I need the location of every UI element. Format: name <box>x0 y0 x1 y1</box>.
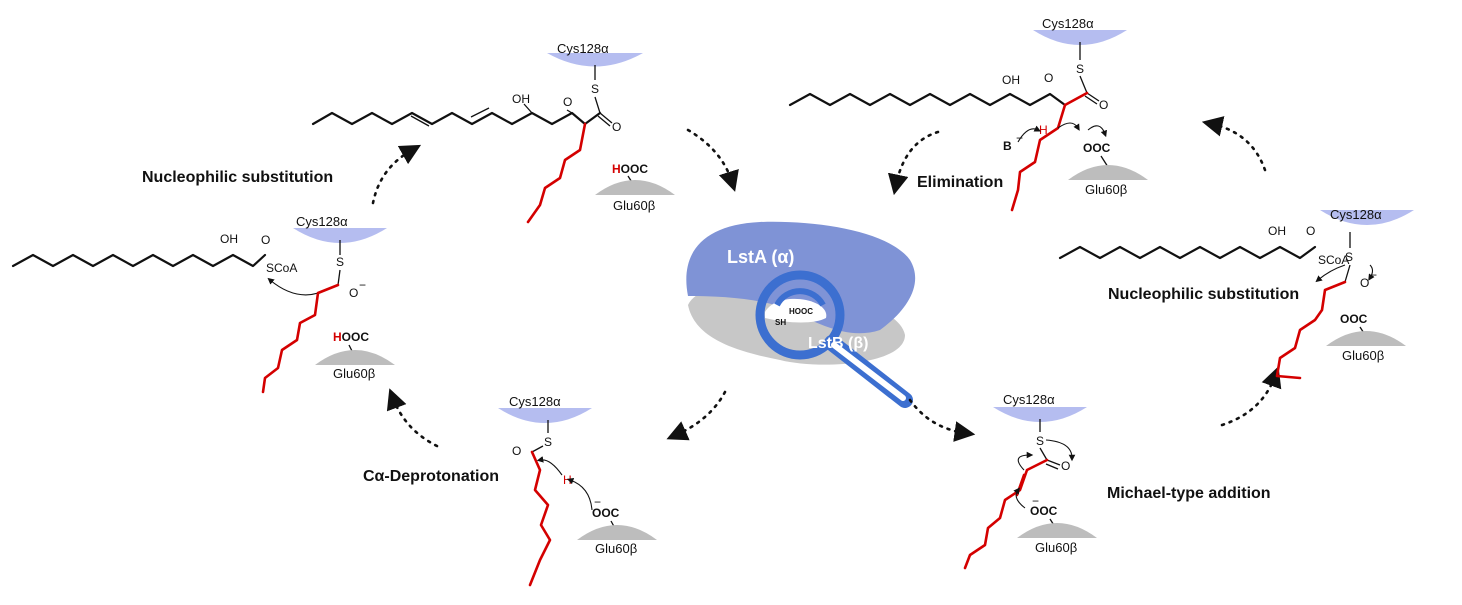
minus-left-anion: − <box>359 278 366 292</box>
cys-cap-deprot <box>498 408 592 423</box>
glu-label-right: Glu60β <box>1342 348 1384 363</box>
o-elim-ester: O <box>1099 98 1108 112</box>
o-deprot: O <box>512 444 521 458</box>
glu-cap-deprot <box>577 525 657 540</box>
cys-label-top: Cys128α <box>557 41 609 56</box>
cys-label-deprot: Cys128α <box>509 394 561 409</box>
step-deprotonation: Cα-Deprotonation <box>363 468 499 485</box>
structure-elimination: Cys128α S O OH O H B − OOC Glu60β <box>788 16 1148 212</box>
cys-cap-top <box>547 53 643 67</box>
arrow-center-to-michael <box>908 398 976 442</box>
cys-cap-right <box>1320 210 1414 225</box>
s-right: S <box>1345 250 1353 264</box>
o-top-ketone: O <box>563 95 572 109</box>
o-top-ester: O <box>612 120 621 134</box>
glu-cap-left <box>315 350 395 365</box>
cys-label-elim: Cys128α <box>1042 16 1094 31</box>
minus-b-elim: − <box>1016 131 1023 145</box>
arrow-left-to-top <box>371 144 422 205</box>
arrow-deprot-to-left <box>386 388 439 448</box>
step-elimination: Elimination <box>917 174 1003 191</box>
hooc-top: HOOC <box>612 162 648 176</box>
ooc-deprot: OOC <box>592 506 620 520</box>
arrow-center-to-deprot <box>666 390 727 441</box>
arrow-michael-to-right <box>1220 366 1282 427</box>
structure-left: Cys128α S OH O SCoA O − HOOC Glu60β <box>11 214 395 394</box>
step-michael: Michael-type addition <box>1107 485 1271 502</box>
structure-deprotonation: Cys128α S O H OOC − Glu60β <box>498 394 657 587</box>
s-michael: S <box>1036 434 1044 448</box>
step-nucleophilic-left: Nucleophilic substitution <box>142 169 333 186</box>
ooc-michael: OOC <box>1030 504 1058 518</box>
oh-left: OH <box>220 232 238 246</box>
glu-cap-top <box>595 180 675 195</box>
minus-michael: − <box>1032 494 1039 508</box>
ooc-elim: OOC <box>1083 141 1111 155</box>
oh-top: OH <box>512 92 530 106</box>
step-nucleophilic-right: Nucleophilic substitution <box>1108 286 1299 303</box>
o-right-top: O <box>1306 224 1315 238</box>
glu-cap-right <box>1326 331 1406 346</box>
structure-top-center: Cys128α S O OH O HOOC Glu60β <box>311 41 675 224</box>
glu-label-deprot: Glu60β <box>595 541 637 556</box>
ooc-right: OOC <box>1340 312 1368 326</box>
minus-right-anion: − <box>1370 268 1377 282</box>
glu-label-michael: Glu60β <box>1035 540 1077 555</box>
glu-label-elim: Glu60β <box>1085 182 1127 197</box>
glu-label-top: Glu60β <box>613 198 655 213</box>
enzyme-center: LstA (α) LstB (β) SH HOOC <box>686 221 916 408</box>
o-michael: O <box>1061 459 1070 473</box>
cys-label-michael: Cys128α <box>1003 392 1055 407</box>
h-elim: H <box>1039 123 1048 137</box>
s-left: S <box>336 255 344 269</box>
o-elim-ketone: O <box>1044 71 1053 85</box>
glu-cap-michael <box>1017 523 1097 538</box>
cys-label-right: Cys128α <box>1330 207 1382 222</box>
glu-cap-elim <box>1068 165 1148 180</box>
arrow-top-to-center <box>686 128 739 192</box>
arrow-right-to-top <box>1201 116 1267 172</box>
glu-label-left: Glu60β <box>333 366 375 381</box>
o-left-anion: O <box>349 286 358 300</box>
oh-right: OH <box>1268 224 1286 238</box>
lsta-label: LstA (α) <box>727 247 794 267</box>
oh-elim: OH <box>1002 73 1020 87</box>
cys-cap-left <box>293 228 387 243</box>
cys-cap-michael <box>993 407 1087 422</box>
sh-label: SH <box>775 318 786 327</box>
minus-deprot: − <box>594 495 601 509</box>
hooc-left: HOOC <box>333 330 369 344</box>
cys-label-left: Cys128α <box>296 214 348 229</box>
scoa-left: SCoA <box>266 261 297 275</box>
arrow-elim-to-center <box>887 130 940 196</box>
cys-cap-elim <box>1033 30 1127 45</box>
s-elim: S <box>1076 62 1084 76</box>
structure-right: Cys128α S OH O SCoA O − OOC Glu60β <box>1058 207 1414 380</box>
structure-michael: Cys128α S O OOC − Glu60β <box>963 392 1097 570</box>
active-hooc-label: HOOC <box>789 307 813 316</box>
cycle-arrows <box>371 116 1282 448</box>
s-deprot: S <box>544 435 552 449</box>
lstb-label: LstB (β) <box>808 335 868 352</box>
b-base-elim: B <box>1003 139 1012 153</box>
o-right-anion: O <box>1360 276 1369 290</box>
s-top: S <box>591 82 599 96</box>
magnifier-icon <box>755 270 913 408</box>
scoa-right: SCoA <box>1318 253 1349 267</box>
o-left-top: O <box>261 233 270 247</box>
